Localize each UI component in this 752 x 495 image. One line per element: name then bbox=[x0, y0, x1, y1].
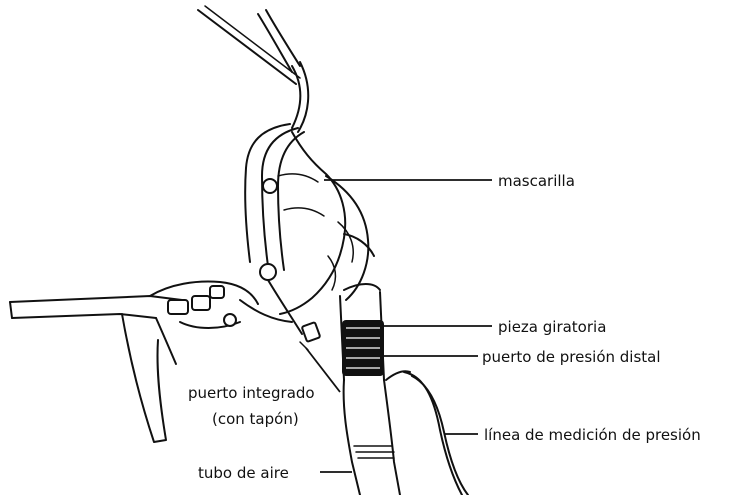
label-con-tapon: (con tapón) bbox=[212, 410, 299, 428]
forehead-support bbox=[245, 124, 304, 280]
headgear-top-straps bbox=[198, 6, 308, 132]
label-pieza-giratoria: pieza giratoria bbox=[498, 318, 606, 336]
label-puerto-presion-distal: puerto de presión distal bbox=[482, 348, 661, 366]
label-linea-medicion-presion: línea de medición de presión bbox=[484, 426, 701, 444]
label-puerto-integrado: puerto integrado bbox=[188, 384, 315, 402]
swivel-and-tube bbox=[340, 284, 400, 495]
label-tubo-de-aire: tubo de aire bbox=[198, 464, 289, 482]
mask-shell bbox=[278, 132, 374, 314]
integrated-port-assembly bbox=[240, 280, 320, 350]
label-mascarilla: mascarilla bbox=[498, 172, 575, 190]
leader-lines bbox=[306, 180, 492, 472]
